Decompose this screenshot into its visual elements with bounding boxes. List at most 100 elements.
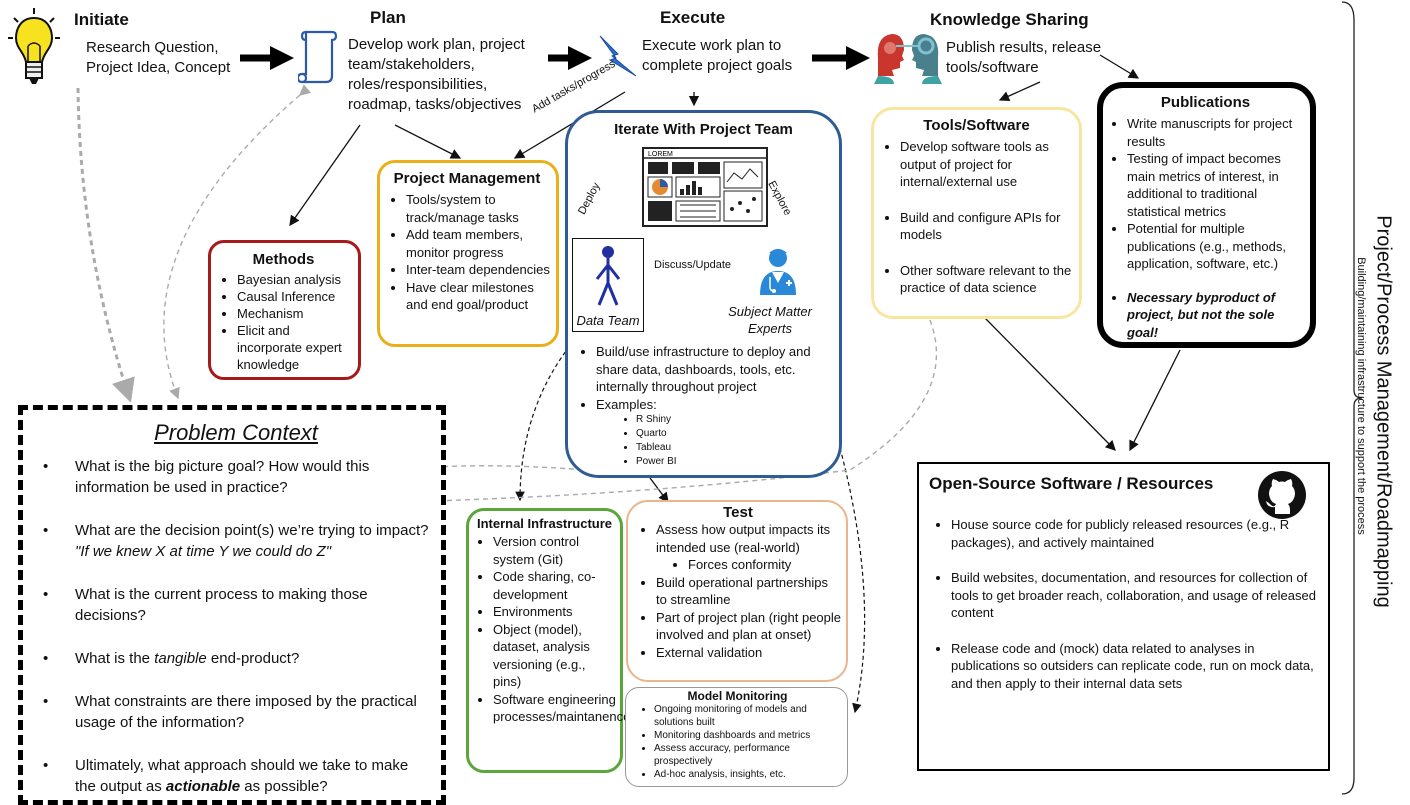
arrow-tools-problem (398, 319, 938, 508)
test-item: Assess how output impacts its intended u… (656, 521, 842, 574)
publications-item: Testing of impact becomes main metrics o… (1127, 150, 1304, 220)
stage-text-execute: Execute work plan to complete project go… (642, 37, 793, 74)
sme-label: Subject Matter Experts (728, 304, 812, 336)
arrow-ks-tools (998, 81, 1041, 102)
oss-title: Open-Source Software / Resources (929, 474, 1214, 493)
test-title: Test (723, 504, 753, 521)
pm-item: Tools/system to track/manage tasks (406, 191, 550, 226)
project-management-box: Project Management Tools/system to track… (377, 160, 559, 347)
tools-item: Develop software tools as output of proj… (900, 138, 1073, 191)
problem-item: •What are the decision point(s) we’re tr… (43, 522, 429, 560)
data-team-box: Data Team (572, 238, 644, 332)
lightbulb-icon (6, 6, 62, 90)
publications-item: Potential for multiple publications (e.g… (1127, 220, 1304, 273)
problem-context-list: •What is the big picture goal? How would… (41, 456, 431, 797)
project-management-title: Project Management (393, 170, 541, 187)
stage-text-initiate: Research Question, Project Idea, Concept (86, 39, 231, 76)
arrow-iterate-test (649, 477, 669, 504)
stage-title-execute: Execute (660, 8, 726, 27)
data-team-label: Data Team (576, 313, 640, 328)
internal-infrastructure-box: Internal Infrastructure Version control … (466, 508, 630, 773)
test-item: Build operational partnerships to stream… (656, 574, 842, 609)
monitoring-item: Ad-hoc analysis, insights, etc. (654, 768, 843, 781)
open-source-box: Open-Source Software / Resources House s… (917, 462, 1330, 771)
doctor-icon (758, 245, 798, 295)
tools-title: Tools/Software (923, 117, 1030, 134)
iterate-title: Iterate With Project Team (614, 121, 793, 138)
github-icon (1257, 470, 1307, 520)
infra-item: Environments (493, 603, 616, 621)
arrow-pubs-oss (1129, 349, 1181, 452)
publications-title: Publications (1160, 94, 1251, 111)
arrow-ks-pubs (1099, 54, 1140, 79)
arrow-initiate-problem (76, 87, 135, 403)
tools-list: Develop software tools as output of proj… (880, 138, 1073, 297)
test-box: Test Assess how output impacts its inten… (626, 500, 848, 682)
person-icon (595, 246, 621, 306)
arrow-tools-oss (984, 317, 1116, 451)
stage-title-plan: Plan (370, 8, 406, 27)
methods-item: Elicit and incorporate expert knowledge (237, 322, 352, 373)
knowledge-sharing-heads-icon (872, 28, 944, 84)
iterate-example: Tableau (636, 441, 836, 455)
iterate-box: Iterate With Project Team LOREM Deploy E… (565, 110, 842, 478)
stage-text-plan: Develop work plan, project team/stakehol… (348, 36, 525, 113)
problem-item: •What is the current process to making t… (43, 586, 368, 624)
arrow-plan-methods (289, 124, 361, 227)
test-subitem: Forces conformity (688, 556, 842, 574)
problem-context-box: Problem Context •What is the big picture… (18, 405, 446, 805)
methods-list: Bayesian analysis Causal Inference Mecha… (215, 271, 352, 373)
infra-item: Version control system (Git) (493, 533, 616, 568)
tools-item: Build and configure APIs for models (900, 209, 1073, 244)
test-item: Part of project plan (right people invol… (656, 609, 842, 644)
side-main-label: Project/Process Management/Roadmapping (1372, 215, 1395, 608)
problem-item: •Ultimately, what approach should we tak… (43, 757, 409, 795)
problem-item: •What is the tangible end-product? (43, 650, 300, 667)
scroll-icon (296, 28, 338, 84)
stage-text-knowledge: Publish results, release tools/software (946, 39, 1102, 76)
oss-item: House source code for publicly released … (951, 516, 1318, 551)
lightning-icon (598, 30, 638, 80)
project-management-list: Tools/system to track/manage tasks Add t… (384, 191, 550, 314)
stage-arrows (240, 46, 870, 70)
monitoring-item: Assess accuracy, performance prospective… (654, 742, 843, 768)
pm-item: Add team members, monitor progress (406, 226, 550, 261)
publications-list: Write manuscripts for project results Te… (1107, 115, 1304, 341)
publications-emphasis: Necessary byproduct of project, but not … (1127, 289, 1304, 342)
monitoring-list: Ongoing monitoring of models and solutio… (632, 703, 843, 781)
iterate-examples-list: R Shiny Quarto Tableau Power BI (574, 413, 836, 469)
iterate-example: Quarto (636, 427, 836, 441)
dashboard-label: LOREM (648, 151, 673, 158)
methods-item: Mechanism (237, 305, 352, 322)
process-brace (1341, 1, 1363, 795)
oss-item: Build websites, documentation, and resou… (951, 569, 1318, 622)
iterate-example: R Shiny (636, 413, 836, 427)
dashboard-icon: LOREM (642, 147, 768, 227)
pm-item: Inter-team dependencies (406, 261, 550, 279)
methods-box: Methods Bayesian analysis Causal Inferen… (208, 240, 361, 380)
test-item: External validation (656, 644, 842, 662)
monitoring-item: Ongoing monitoring of models and solutio… (654, 703, 843, 729)
stage-title-knowledge: Knowledge Sharing (930, 10, 1089, 29)
monitoring-item: Monitoring dashboards and metrics (654, 729, 843, 742)
iterate-item: Build/use infrastructure to deploy and s… (596, 343, 836, 396)
infra-item: Software engineering processes/maintanen… (493, 691, 630, 726)
monitoring-title: Model Monitoring (687, 689, 788, 703)
oss-list: House source code for publicly released … (929, 516, 1318, 692)
oss-item: Release code and (mock) data related to … (951, 640, 1318, 693)
arrow-plan-problem (163, 84, 312, 400)
iterate-item: Examples: (596, 396, 836, 414)
infra-list: Version control system (Git) Code sharin… (473, 533, 630, 726)
side-sub-label: Building/maintaining infrastructure to s… (1355, 257, 1367, 535)
tools-box: Tools/Software Develop software tools as… (871, 107, 1082, 319)
model-monitoring-box: Model Monitoring Ongoing monitoring of m… (625, 687, 848, 787)
arrow-plan-pm (394, 124, 462, 159)
methods-item: Causal Inference (237, 288, 352, 305)
tools-item: Other software relevant to the practice … (900, 262, 1073, 297)
methods-item: Bayesian analysis (237, 271, 352, 288)
discuss-label: Discuss/Update (654, 259, 732, 271)
infra-item: Code sharing, co-development (493, 568, 616, 603)
problem-context-title: Problem Context (154, 420, 318, 445)
iterate-content: Build/use infrastructure to deploy and s… (574, 343, 836, 469)
publications-box: Publications Write manuscripts for proje… (1097, 82, 1316, 348)
